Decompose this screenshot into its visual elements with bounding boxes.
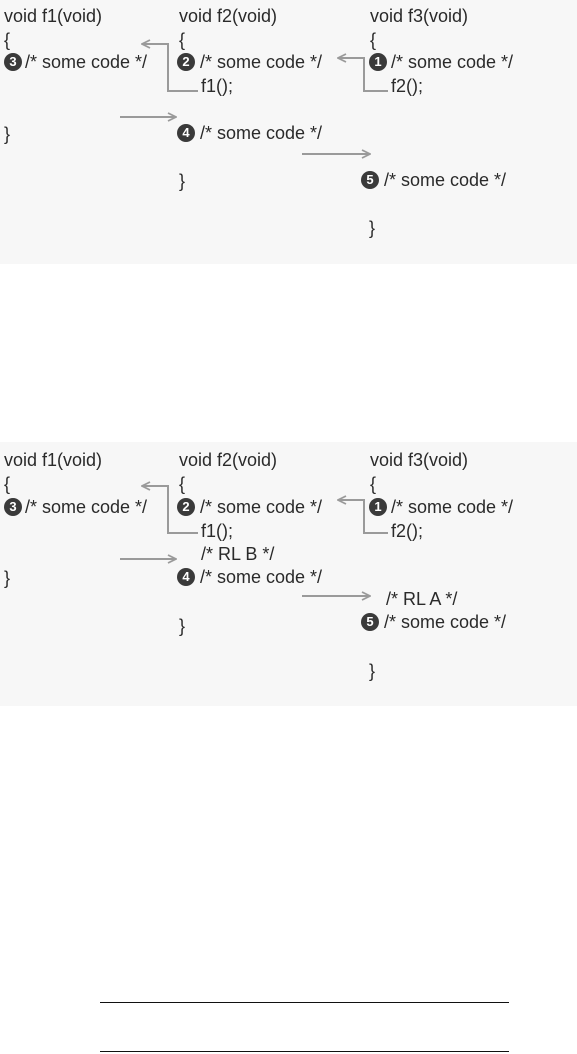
step-4-badge: 4 [177, 568, 195, 586]
f3-signature: void f3(void) [370, 450, 469, 470]
step-2-badge: 2 [177, 53, 195, 71]
call-flow-diagram-return-labels: void f1(void) { 3 /* some code */ } void… [0, 442, 577, 706]
f3-return-label-a: /* RL A */ [386, 589, 458, 609]
f2-open-brace: { [179, 474, 186, 494]
f3-call-f2: f2(); [391, 521, 424, 541]
f2-body-code-first: /* some code */ [200, 52, 323, 72]
f3-close-brace: } [369, 218, 376, 238]
call-arrow-f3-to-f2 [338, 58, 388, 92]
step-5-badge: 5 [361, 613, 379, 631]
f1-open-brace: { [4, 30, 11, 50]
f3-body-code-first: /* some code */ [391, 52, 514, 72]
f2-close-brace: } [179, 616, 186, 636]
step-1-badge: 1 [369, 498, 387, 516]
f3-signature: void f3(void) [370, 6, 469, 26]
step-1-badge: 1 [369, 53, 387, 71]
step-3-badge: 3 [4, 53, 22, 71]
f2-call-f1: f1(); [201, 76, 234, 96]
f2-body-code-second: /* some code */ [200, 567, 323, 587]
f2-signature: void f2(void) [179, 450, 278, 470]
f1-signature: void f1(void) [4, 450, 103, 470]
f2-call-f1: f1(); [201, 521, 234, 541]
step-5-badge: 5 [361, 171, 379, 189]
f2-return-label-b: /* RL B */ [201, 544, 275, 564]
f2-open-brace: { [179, 30, 186, 50]
step-2-badge: 2 [177, 498, 195, 516]
table-bottom-rule [100, 1051, 509, 1052]
f3-close-brace: } [369, 661, 376, 681]
table-top-rule [100, 1002, 509, 1003]
f3-body-code-first: /* some code */ [391, 497, 514, 517]
call-flow-diagram-basic: void f1(void) { 3 /* some code */ } void… [0, 0, 577, 264]
f3-open-brace: { [370, 30, 377, 50]
f1-signature: void f1(void) [4, 6, 103, 26]
f3-body-code-second: /* some code */ [384, 612, 507, 632]
f3-call-f2: f2(); [391, 76, 424, 96]
f1-close-brace: } [4, 568, 11, 588]
f3-body-code-second: /* some code */ [384, 170, 507, 190]
call-arrow-f2-to-f1 [142, 44, 198, 92]
call-arrow-f2-to-f1 [142, 486, 198, 534]
step-4-badge: 4 [177, 124, 195, 142]
f3-open-brace: { [370, 474, 377, 494]
f1-body-code: /* some code */ [25, 52, 148, 72]
call-arrow-f3-to-f2 [338, 500, 388, 534]
f1-body-code: /* some code */ [25, 497, 148, 517]
f1-open-brace: { [4, 474, 11, 494]
f2-close-brace: } [179, 171, 186, 191]
step-3-badge: 3 [4, 498, 22, 516]
f2-signature: void f2(void) [179, 6, 278, 26]
f1-close-brace: } [4, 124, 11, 144]
call-flow-arrows [120, 0, 388, 264]
call-flow-arrows [120, 442, 388, 706]
f2-body-code-second: /* some code */ [200, 123, 323, 143]
f2-body-code-first: /* some code */ [200, 497, 323, 517]
